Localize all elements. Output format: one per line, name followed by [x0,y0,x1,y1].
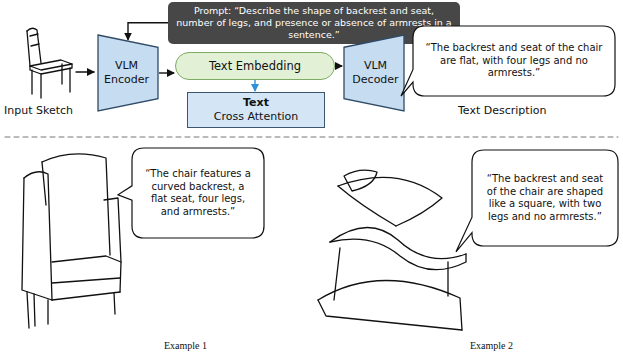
input-arrow [76,71,94,72]
node-text: “The chair features a curved backrest, a… [143,168,253,218]
bubble-shape [401,26,615,96]
input-label: Input Sketch [4,104,73,117]
speech-bubble: “The backrest and seat of the chair are … [472,150,618,246]
example-caption: Example 2 [470,340,513,351]
embedding-pill: Text Embedding [175,52,335,80]
output-label: Text Description [458,104,546,117]
trapezoid-shape [344,35,404,111]
decoder-trapezoid: VLM Decoder [343,34,405,112]
bubble-shape [456,150,618,252]
dashed-separator [5,137,618,138]
node-text: Text Embedding [209,59,301,73]
node-subtext: Cross Attention [214,110,298,124]
node-text: VLM Decoder [349,59,402,87]
example-caption: Example 1 [164,340,207,351]
flow-arrow [128,23,168,40]
trapezoid-shape [98,35,158,111]
node-text: Prompt: “Describe the shape of backrest … [176,5,452,41]
cross-attention-box: TextCross Attention [187,92,325,128]
lounge-chair-sketch [318,170,466,330]
node-text: VLM Encoder [100,59,153,87]
speech-bubble: “The backrest and seat of the chair are … [413,26,615,96]
node-text: Text [243,96,269,110]
node-text: “The backrest and seat of the chair are … [425,42,603,80]
bubble-shape [118,148,264,238]
speech-bubble: “The chair features a curved backrest, a… [132,148,264,238]
flow-arrow [254,80,255,91]
encoder-trapezoid: VLM Encoder [97,34,159,112]
node-text: “The backrest and seat of the chair are … [483,173,607,223]
armchair-sketch [22,154,121,328]
flow-arrow [159,72,174,73]
flow-arrow [335,65,342,66]
input-chair-sketch [27,28,72,98]
